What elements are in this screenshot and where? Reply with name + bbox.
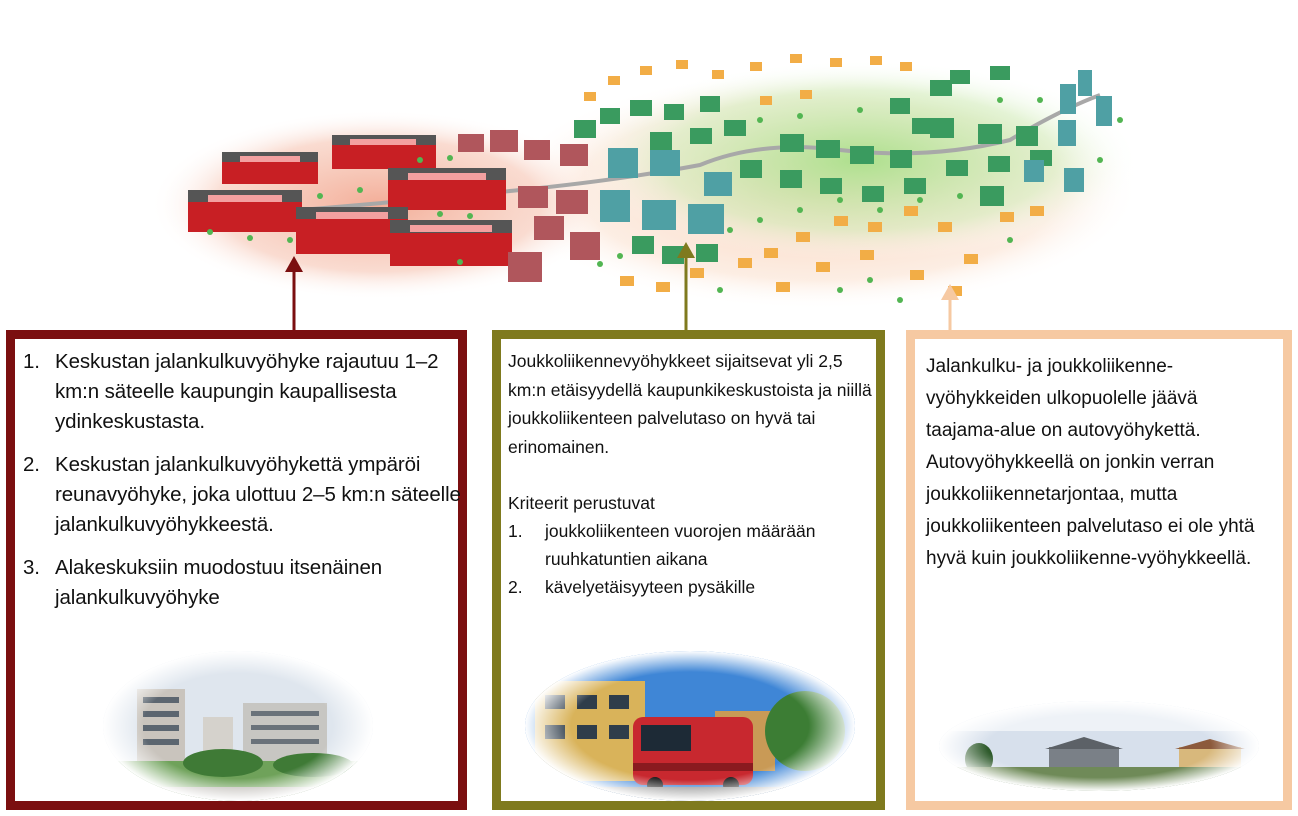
arrow-car	[941, 284, 959, 330]
car-zone-description: Jalankulku- ja joukkoliikenne-vyöhykkeid…	[926, 356, 1255, 569]
item-number: 2.	[23, 453, 40, 476]
item-number: 1.	[23, 350, 40, 373]
car-zone-houses	[584, 54, 1044, 296]
arrow-transit	[677, 242, 695, 330]
transit-zone-description: Joukkoliikennevyöhykkeet sijaitsevat yli…	[508, 351, 872, 457]
item-text: Keskustan jalankulkuvyöhyke rajautuu 1–2…	[55, 350, 439, 433]
pedestrian-zone-list: 1. Keskustan jalankulkuvyöhyke rajautuu 1…	[23, 347, 463, 626]
item-number: 2.	[508, 577, 523, 597]
pedestrian-zone-panel: 1. Keskustan jalankulkuvyöhyke rajautuu 1…	[6, 330, 467, 810]
arrow-center	[285, 256, 303, 330]
bus-photo	[525, 651, 855, 801]
item-text: Keskustan jalankulkuvyöhykettä ympäröi r…	[55, 453, 461, 536]
criteria-list: 1. joukkoliikenteen vuorojen määrään ruuh…	[508, 517, 880, 601]
list-item: 2. Keskustan jalankulkuvyöhykettä ympäröi…	[23, 450, 463, 540]
trees	[207, 97, 1123, 303]
item-text: joukkoliikenteen vuorojen määrään ruuhka…	[545, 521, 816, 569]
center-blocks	[188, 135, 512, 266]
criteria-heading: Kriteerit perustuvat	[508, 493, 655, 513]
city-center-photo	[103, 651, 373, 801]
transit-zone-houses	[574, 66, 1112, 264]
transit-zone-panel: Joukkoliikennevyöhykkeet sijaitsevat yli…	[492, 330, 885, 810]
item-text: kävelyetäisyyteen pysäkille	[545, 577, 756, 597]
city-zones-illustration	[150, 54, 1140, 330]
edge-zone-houses	[458, 130, 600, 282]
list-item: 3. Alakeskuksiin muodostuu itsenäinen jal…	[23, 553, 463, 613]
item-text: Alakeskuksiin muodostuu itsenäinen jalan…	[55, 556, 383, 609]
item-number: 1.	[508, 521, 523, 541]
car-zone-panel: Jalankulku- ja joukkoliikenne-vyöhykkeid…	[906, 330, 1292, 810]
list-item: 1. joukkoliikenteen vuorojen määrään ruuh…	[508, 517, 880, 573]
suburb-photo	[939, 701, 1259, 791]
list-item: 2. kävelyetäisyyteen pysäkille	[508, 573, 880, 601]
item-number: 3.	[23, 556, 40, 579]
list-item: 1. Keskustan jalankulkuvyöhyke rajautuu 1…	[23, 347, 463, 437]
